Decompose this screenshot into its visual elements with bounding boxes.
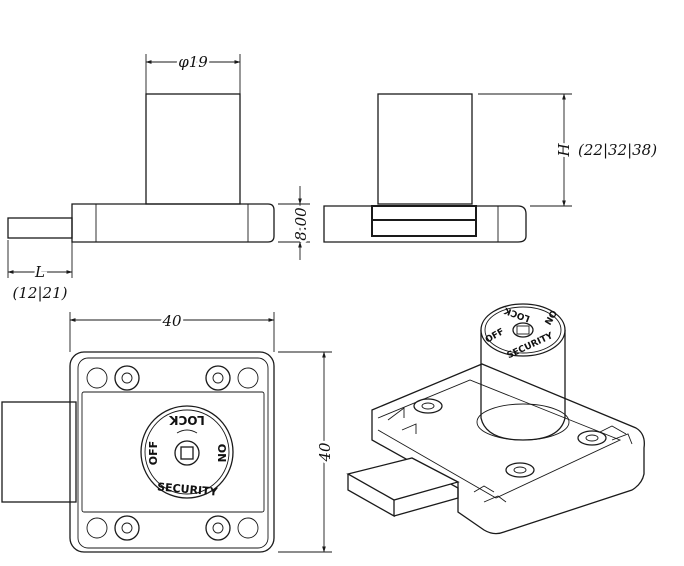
- length-symbol: L: [34, 263, 45, 281]
- top-view: 40 40 LOCK OFF ON SECURITY: [1, 310, 337, 553]
- length-values: (12|21): [13, 284, 68, 302]
- height-symbol: H: [555, 143, 573, 158]
- depth-label: 40: [316, 442, 334, 463]
- flange-thickness-dimension: 8.00: [278, 186, 313, 260]
- isometric-view: LOCK ON OFF SECURITY: [346, 303, 645, 535]
- side-view: H (22|32|38): [323, 93, 657, 243]
- face-off-text: OFF: [147, 441, 160, 465]
- front-view: φ19 L (12|21): [7, 51, 275, 302]
- flange-thickness-label: 8.00: [292, 207, 310, 241]
- width-label: 40: [161, 312, 182, 330]
- face-security-text: SECURITY: [157, 480, 219, 498]
- diameter-label: φ19: [178, 53, 208, 71]
- face-lock-text: LOCK: [169, 413, 205, 427]
- height-values: (22|32|38): [578, 141, 657, 159]
- face-on-text: ON: [215, 444, 228, 463]
